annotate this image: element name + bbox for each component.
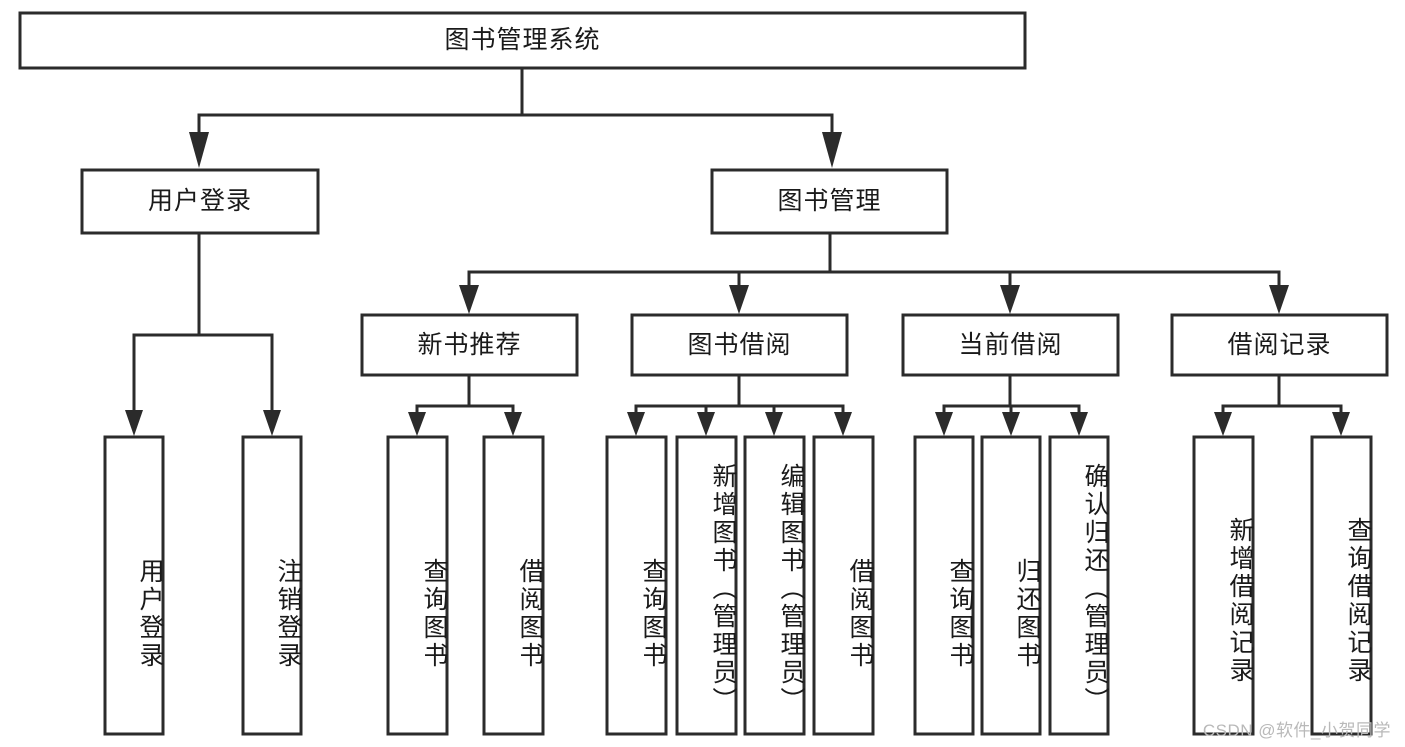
arrow-head-book-borrow <box>729 285 749 314</box>
connector-book-borrow-to-leaves <box>627 373 852 436</box>
node-box-current-borrow[interactable] <box>901 313 1120 377</box>
node-box-leaf-query-book-recommend[interactable] <box>386 435 449 736</box>
arrow-head-leaf-query-book-recommend <box>408 412 426 436</box>
node-box-leaf-borrow-book-recommend[interactable] <box>482 435 545 736</box>
arrow-head-leaf-query-book-borrow <box>627 412 645 436</box>
arrow-head-leaf-borrow-book <box>834 412 852 436</box>
node-box-leaf-add-borrow-record[interactable] <box>1192 435 1255 736</box>
connector-user-login-to-leaves <box>125 231 281 436</box>
node-box-root[interactable] <box>18 11 1027 70</box>
arrow-head-leaf-logout <box>263 410 281 436</box>
watermark-text: CSDN @软件_小贺同学 <box>1202 721 1391 740</box>
node-box-new-book-recommend[interactable] <box>360 313 579 377</box>
node-box-leaf-query-borrow-record[interactable] <box>1310 435 1373 736</box>
node-box-leaf-return-book[interactable] <box>980 435 1042 736</box>
node-box-book-borrow[interactable] <box>630 313 849 377</box>
arrow-head-leaf-user-login <box>125 410 143 436</box>
arrow-head-leaf-edit-book <box>765 412 783 436</box>
node-box-leaf-borrow-book[interactable] <box>812 435 875 736</box>
node-box-leaf-edit-book[interactable] <box>743 435 806 736</box>
node-box-leaf-query-book-borrow[interactable] <box>605 435 668 736</box>
node-box-leaf-query-book-current[interactable] <box>913 435 975 736</box>
connector-borrow-records-to-leaves <box>1214 373 1350 436</box>
node-box-borrow-records[interactable] <box>1170 313 1389 377</box>
connector-new-book-recommend-to-leaves <box>408 373 522 436</box>
arrow-head-new-book-recommend <box>459 285 479 314</box>
connector-current-borrow-to-leaves <box>935 373 1088 436</box>
arrow-head-leaf-return-book <box>1002 412 1020 436</box>
node-box-leaf-logout[interactable] <box>241 435 303 736</box>
node-box-user-login[interactable] <box>80 168 320 235</box>
connector-book-management-to-level3 <box>459 231 1289 314</box>
arrow-head-leaf-borrow-book-recommend <box>504 412 522 436</box>
arrow-head-leaf-add-book <box>697 412 715 436</box>
node-box-leaf-add-book[interactable] <box>675 435 738 736</box>
arrow-head-current-borrow <box>1000 285 1020 314</box>
connector-root-to-level2 <box>189 66 842 168</box>
node-box-leaf-user-login[interactable] <box>103 435 165 736</box>
arrow-head-borrow-records <box>1269 285 1289 314</box>
arrow-head-leaf-query-book-current <box>935 412 953 436</box>
arrow-head-leaf-confirm-return <box>1070 412 1088 436</box>
node-box-book-management[interactable] <box>710 168 949 235</box>
arrow-head-leaf-add-borrow-record <box>1214 412 1232 436</box>
arrow-head-book-management <box>822 132 842 168</box>
arrow-head-user-login <box>189 132 209 168</box>
node-box-leaf-confirm-return[interactable] <box>1048 435 1110 736</box>
arrow-head-leaf-query-borrow-record <box>1332 412 1350 436</box>
